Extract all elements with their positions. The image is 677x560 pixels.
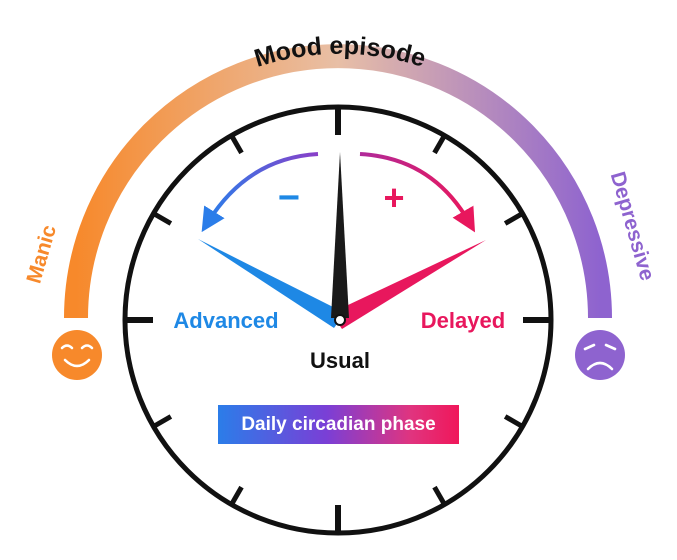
usual-label: Usual [310,348,370,373]
clock-tick-11 [230,136,244,155]
delayed-hand [331,240,486,329]
clock-ticks [127,109,549,531]
clock-tick-4 [503,414,522,428]
advance-arrow [201,152,319,233]
mood-episode-arc [64,44,612,319]
smiling-face-icon [52,330,102,380]
clock-tick-7 [230,485,244,504]
manic-label: Manic [22,222,61,286]
clock-tick-2 [503,212,522,226]
clock-tick-1 [432,136,446,155]
usual-hand [331,152,349,318]
clock-tick-10 [154,212,173,226]
clock-tick-5 [432,485,446,504]
delay-arrow [359,152,476,233]
depressive-label: Depressive [606,169,659,283]
delayed-label: Delayed [421,308,505,333]
clock-tick-8 [154,414,173,428]
minus-symbol: − [278,177,300,219]
sad-face-icon [575,330,625,380]
clock-center-pin [334,314,346,326]
daily-circadian-phase-badge: Daily circadian phase [218,405,459,444]
plus-symbol: + [383,177,404,218]
advanced-label: Advanced [173,308,278,333]
advanced-hand [198,239,345,328]
